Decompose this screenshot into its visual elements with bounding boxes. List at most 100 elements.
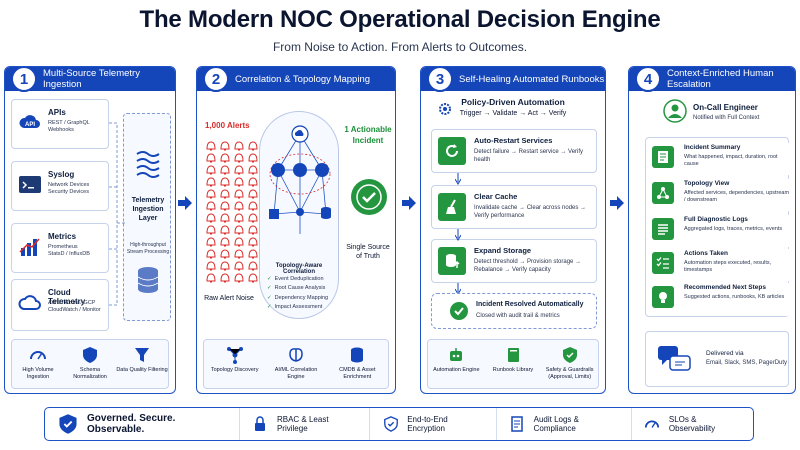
column-runbooks: 3 Self-Healing Automated Runbooks Policy… <box>420 66 606 394</box>
svg-text:API: API <box>25 122 35 128</box>
column-title: Self-Healing Automated Runbooks <box>459 73 605 85</box>
filter-icon <box>133 346 151 364</box>
step-desc: Detect threshold → Provision storage → R… <box>474 259 582 274</box>
single-source-label: Single Source of Truth <box>346 244 390 261</box>
check-icon: ✓ <box>267 285 272 292</box>
governance-item: Audit Logs & Compliance <box>497 408 632 440</box>
context-name: Actions Taken <box>684 250 728 257</box>
raw-alert-label: Raw Alert Noise <box>204 295 254 302</box>
step-name: Expand Storage <box>474 246 532 255</box>
context-name: Recommended Next Steps <box>684 284 766 291</box>
column-header: 4 Context-Enriched Human Escalation <box>629 67 795 92</box>
alert-bell-icon <box>248 165 258 175</box>
alert-bell-icon <box>220 273 230 283</box>
feature-item: Data Quality Filtering <box>116 346 168 374</box>
alert-bell-icon <box>220 177 230 187</box>
user-icon <box>663 99 687 123</box>
context-name: Incident Summary <box>684 144 741 151</box>
alert-bell-icon <box>220 201 230 211</box>
feature-label: AI/ML Correlation Engine <box>274 367 318 381</box>
governance-label: Audit Logs & Compliance <box>533 415 579 433</box>
gauge-icon <box>29 346 47 364</box>
alert-bell-icon <box>248 177 258 187</box>
source-name: Syslog <box>48 170 75 179</box>
source-apis: API APIs REST / GraphQL Webhooks <box>11 99 109 149</box>
alert-bell-icon <box>220 249 230 259</box>
checklist-icon <box>652 252 674 274</box>
column-header: 2 Correlation & Topology Mapping <box>197 67 395 92</box>
check-circle-icon <box>450 302 468 320</box>
correlation-title: Topology-Aware Correlation <box>275 263 323 275</box>
alert-bell-icon <box>234 177 244 187</box>
column-ingestion: 1 Multi-Source Telemetry Ingestion API A… <box>4 66 176 394</box>
actionable-incident: 1 Actionable Incident <box>344 125 392 145</box>
source-name: Cloud Telemetry <box>48 288 86 306</box>
flow-arrow-icon <box>178 196 192 210</box>
check-label: Event Deduplication <box>274 276 324 282</box>
correlation-checks: ✓Event Deduplication ✓Root Cause Analysi… <box>267 275 328 312</box>
delivery-panel: Delivered via Email, Slack, SMS, PagerDu… <box>645 331 789 387</box>
context-item: Full Diagnostic Logs Aggregated logs, tr… <box>650 214 790 248</box>
context-desc: Suggested actions, runbooks, KB articles <box>684 294 785 300</box>
source-desc: Network Devices Security Devices <box>48 182 90 196</box>
column-header: 3 Self-Healing Automated Runbooks <box>421 67 605 92</box>
context-desc: Affected services, dependencies, upstrea… <box>684 190 790 204</box>
context-name: Topology View <box>684 180 730 187</box>
logs-icon <box>652 218 674 240</box>
alert-bell-icon <box>220 261 230 271</box>
document-icon <box>652 146 674 168</box>
check-icon: ✓ <box>267 304 272 311</box>
feature-label: Schema Normalization <box>73 367 107 381</box>
source-desc: REST / GraphQL Webhooks <box>48 120 90 134</box>
alert-bell-icon <box>234 165 244 175</box>
document-icon <box>509 415 526 433</box>
context-item: Incident Summary What happened, impact, … <box>650 142 790 176</box>
shield-check-icon <box>57 413 79 435</box>
alert-bell-icon <box>248 189 258 199</box>
feature-label: Runbook Library <box>492 367 534 373</box>
check-item: ✓Root Cause Analysis <box>267 284 328 293</box>
source-name: Metrics <box>48 232 77 241</box>
storage-up-icon <box>438 247 466 275</box>
flow-arrow-icon <box>610 196 624 210</box>
governance-bar: Governed. Secure. Observable. RBAC & Lea… <box>44 407 754 441</box>
feature-label: Topology Discovery <box>210 367 259 373</box>
step-desc: Detect failure → Restart service → Verif… <box>474 149 584 164</box>
alert-bell-icon <box>248 153 258 163</box>
governance-label: RBAC & Least Privilege <box>276 415 329 433</box>
context-name: Full Diagnostic Logs <box>684 216 748 223</box>
step-desc: Invalidate cache → Clear across nodes → … <box>474 205 587 220</box>
governance-item: End-to-End Encryption <box>370 408 497 440</box>
feature-item: Safety & Guardrails (Approval, Limits) <box>542 346 598 381</box>
alert-bell-icon <box>206 237 216 247</box>
source-cloud: Cloud Telemetry AWS / Azure / GCP CloudW… <box>11 279 109 331</box>
alert-bell-icon <box>248 201 258 211</box>
shield-check-icon <box>561 346 579 364</box>
gauge-icon <box>644 415 661 433</box>
alert-bell-icon <box>206 249 216 259</box>
alerts-count: 1,000 Alerts <box>205 121 250 130</box>
lightbulb-icon <box>652 286 674 308</box>
policy-title: Policy-Driven Automation <box>461 97 565 107</box>
alert-bell-icon <box>248 237 258 247</box>
alert-bell-icon <box>206 213 216 223</box>
feature-label: Automation Engine <box>433 367 480 373</box>
alert-bell-icon <box>234 237 244 247</box>
engineer-title: On-Call Engineer <box>693 103 758 112</box>
alert-bell-icon <box>248 225 258 235</box>
correlation-panel <box>259 111 339 319</box>
step-arrow-icon <box>455 173 461 185</box>
lock-icon <box>252 415 269 433</box>
feature-label: CMDB & Asset Enrichment <box>339 367 376 381</box>
shield-icon <box>382 415 399 433</box>
feature-label: Data Quality Filtering <box>116 367 168 373</box>
governance-label: SLOs & Observability <box>668 415 716 433</box>
page-title: The Modern NOC Operational Decision Engi… <box>139 6 661 33</box>
topology-icon <box>652 182 674 204</box>
check-icon: ✓ <box>267 276 272 282</box>
governance-lead: Governed. Secure. Observable. <box>87 413 176 435</box>
engineer-subtitle: Notified with Full Context <box>693 115 760 121</box>
resolved-subtitle: Closed with audit trail & metrics <box>476 313 560 319</box>
alert-bell-icon <box>234 225 244 235</box>
source-metrics: Metrics Prometheus StatsD / InfluxDB <box>11 223 109 273</box>
